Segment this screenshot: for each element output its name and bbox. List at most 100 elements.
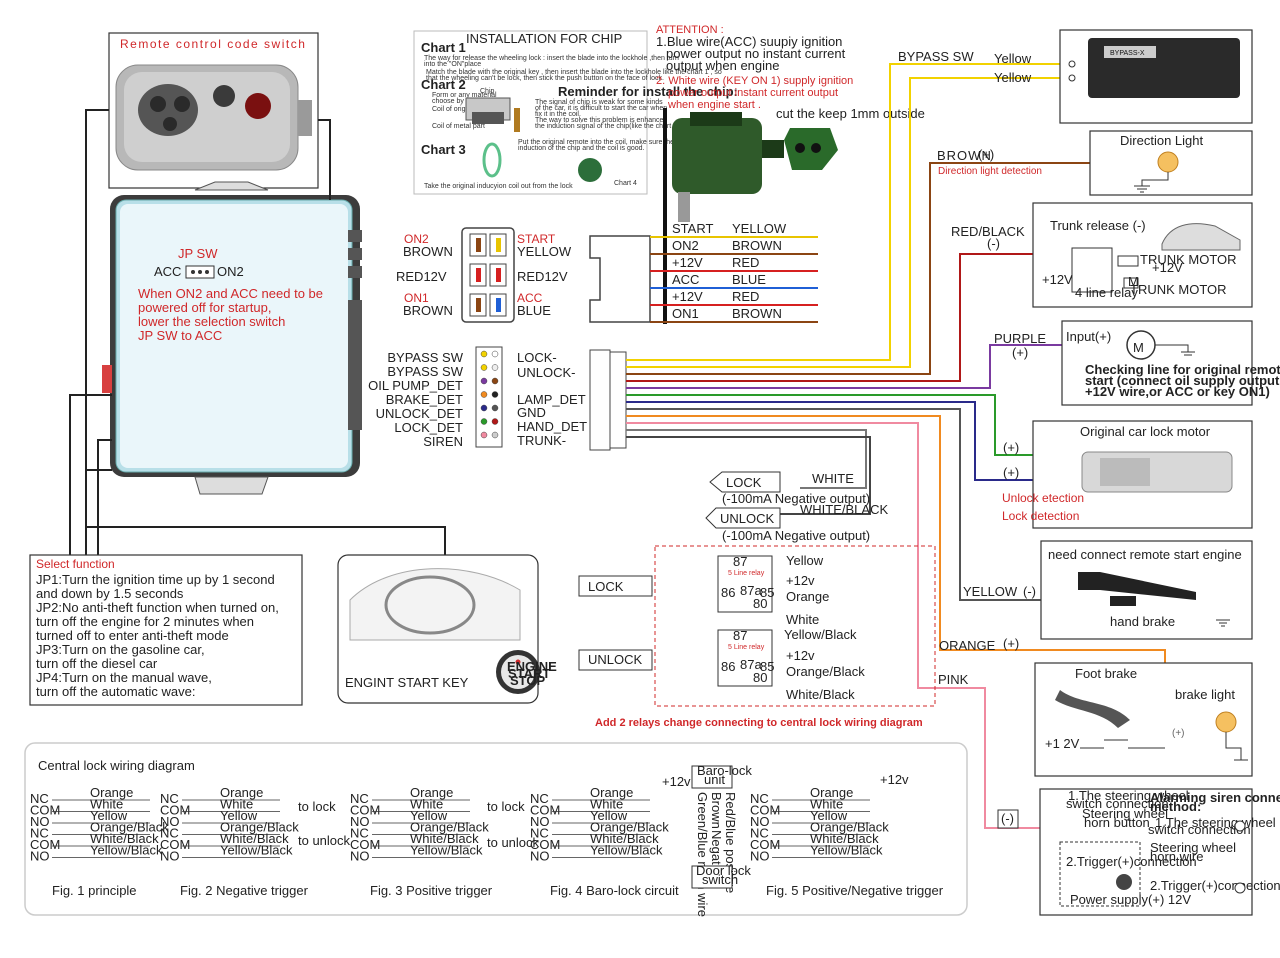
siren-o1a: 1.The steering wheel xyxy=(1155,815,1276,830)
select-line: turned off to enter anti-theft mode xyxy=(36,628,229,643)
select-line: turn off the automatic wave: xyxy=(36,684,195,699)
contact-label: NO xyxy=(530,849,550,864)
attention-line-6: when engine start . xyxy=(667,99,761,111)
jp-dip-switch xyxy=(102,365,112,393)
fig-caption: Fig. 4 Baro-lock circuit xyxy=(550,883,679,898)
contact-label: COM xyxy=(350,803,380,818)
wire-label: Yellow xyxy=(810,808,848,823)
contact-label: NO xyxy=(160,814,180,829)
central-lock-title: Central lock wiring diagram xyxy=(38,758,195,773)
trunk-12v: +12V xyxy=(1042,272,1073,287)
wire-label: White/Black xyxy=(410,831,479,846)
foot-brake-12v: +1 2V xyxy=(1045,736,1080,751)
wire-label: Yellow xyxy=(590,808,628,823)
ign-wire-name: ON1 xyxy=(672,306,699,321)
siren-sw2: horn button xyxy=(1084,815,1150,830)
chip-coil-orig: Coil of original sp xyxy=(432,106,486,113)
lock-motor-plus-1: (+) xyxy=(1003,440,1019,455)
chip-chart2: Chart 2 xyxy=(421,77,466,92)
module-bottom-tab xyxy=(194,476,269,495)
lock-motor-section: Original car lock motor (+) (+) Unlock e… xyxy=(1002,420,1253,529)
siren-trig: 2.Trigger(+)connection xyxy=(1066,854,1197,869)
contact-label: NC xyxy=(30,791,49,806)
contact-label: NO xyxy=(750,849,770,864)
contact-label: NO xyxy=(350,849,370,864)
central-lock-section: Central lock wiring diagram NCCOMNONCCOM… xyxy=(24,742,968,917)
contact-label: COM xyxy=(30,803,60,818)
direction-detect-label: Direction light detection xyxy=(938,166,1042,177)
wire-label: Yellow/Black xyxy=(410,843,483,858)
relay1-orange: Orange xyxy=(786,589,829,604)
unlock-output-wb: WHITE/BLACK xyxy=(800,502,888,517)
chip-text-1: The way for release the wheeling lock : … xyxy=(424,55,679,62)
contact-label: NC xyxy=(160,791,179,806)
ign-wire-name: +12V xyxy=(672,289,703,304)
chip-rem-1: The signal of chip is weak for some kind… xyxy=(535,99,663,106)
relay-unlock-label: UNLOCK xyxy=(588,652,643,667)
relay2-85: 85 xyxy=(760,659,774,674)
wire-label: White xyxy=(90,797,123,812)
foot-brake-section: ORANGE (+) Foot brake brake light +1 2V … xyxy=(939,636,1253,777)
ign-wire-color: BROWN xyxy=(732,306,782,321)
trunk-12v-b: +12V xyxy=(1152,260,1183,275)
hand-brake-minus: (-) xyxy=(1023,584,1036,599)
bypass-label: BYPASS SW xyxy=(898,49,974,64)
wire-label: Yellow/Black xyxy=(810,843,883,858)
wire-label: Yellow/Black xyxy=(90,843,163,858)
chip-chip-label: Chip xyxy=(480,88,495,95)
signal-right-label: TRUNK- xyxy=(517,433,566,448)
jp-note-1: When ON2 and ACC need to be xyxy=(138,286,323,301)
select-line: turn off the diesel car xyxy=(36,656,158,671)
chip-reminder: Reminder for install the chip: xyxy=(558,84,738,99)
baro-green: Green/Blue main wire xyxy=(695,792,710,917)
foot-brake-title: Foot brake xyxy=(1075,666,1137,681)
door-switch-1: Door lock xyxy=(696,863,751,878)
contact-label: COM xyxy=(750,803,780,818)
trunk-button-icon xyxy=(163,117,177,131)
wire-label: White/Black xyxy=(220,831,289,846)
remote-panel-title: Remote control code switch xyxy=(120,37,306,51)
fig3-to-unlock: to unlock xyxy=(487,835,540,850)
relay1-86: 86 xyxy=(721,585,735,600)
trunk-wire-label: RED/BLACK xyxy=(951,224,1025,239)
baro-unit-1: Baro-lock xyxy=(697,763,752,778)
ign-wire-color: BLUE xyxy=(732,272,766,287)
wire-label: White/Black xyxy=(590,831,659,846)
fig-caption: Fig. 1 principle xyxy=(52,883,137,898)
direction-title: Direction Light xyxy=(1120,133,1203,148)
jp-sw-title: JP SW xyxy=(178,246,218,261)
chip-text-3: Match the blade with the original key , … xyxy=(426,69,722,76)
pc-acc: ACC xyxy=(517,291,543,305)
contact-label: NO xyxy=(160,849,180,864)
pc-on1: ON1 xyxy=(404,291,429,305)
wire-label: White xyxy=(410,797,443,812)
contact-label: COM xyxy=(30,837,60,852)
remote-panel: Remote control code switch xyxy=(108,32,319,189)
wire-label: Yellow/Black xyxy=(590,843,663,858)
lock-output-white: WHITE xyxy=(812,471,854,486)
siren-minus: (-) xyxy=(1001,811,1014,826)
direction-plus: (+) xyxy=(978,147,994,162)
contact-label: NO xyxy=(30,849,50,864)
control-module: JP SW ACC ON2 When ON2 and ACC need to b… xyxy=(102,181,362,495)
trunk-minus: (-) xyxy=(987,236,1000,251)
jp-acc-label: ACC xyxy=(154,264,181,279)
contact-label: NC xyxy=(750,826,769,841)
start-button-engine: ENGINE xyxy=(507,659,557,674)
central-lock-fig: NCCOMNONCCOMNOOrangeWhiteYellowOrange/Bl… xyxy=(530,785,679,898)
pc-red12v-left: RED12V xyxy=(396,269,447,284)
wire-label: Yellow xyxy=(220,808,258,823)
chip-rem-2: of the car, it is difficult to start the… xyxy=(535,105,667,112)
jp-note-3: lower the selection switch xyxy=(138,314,285,329)
chip-install-panel: INSTALLATION FOR CHIP Chart 1 The way fo… xyxy=(413,30,738,195)
chip-form-1: Form or any material xyxy=(432,92,497,99)
relay2-name: 5 Line relay xyxy=(728,644,765,651)
module-face-inner xyxy=(120,204,348,468)
lock-motor-title: Original car lock motor xyxy=(1080,424,1211,439)
module-top-tab xyxy=(194,181,269,191)
chip-coil-metal: Coil of metal part xyxy=(432,123,485,130)
siren-sw1: Steering wheel xyxy=(1082,806,1168,821)
engine-start-key-label: ENGINT START KEY xyxy=(345,675,469,690)
